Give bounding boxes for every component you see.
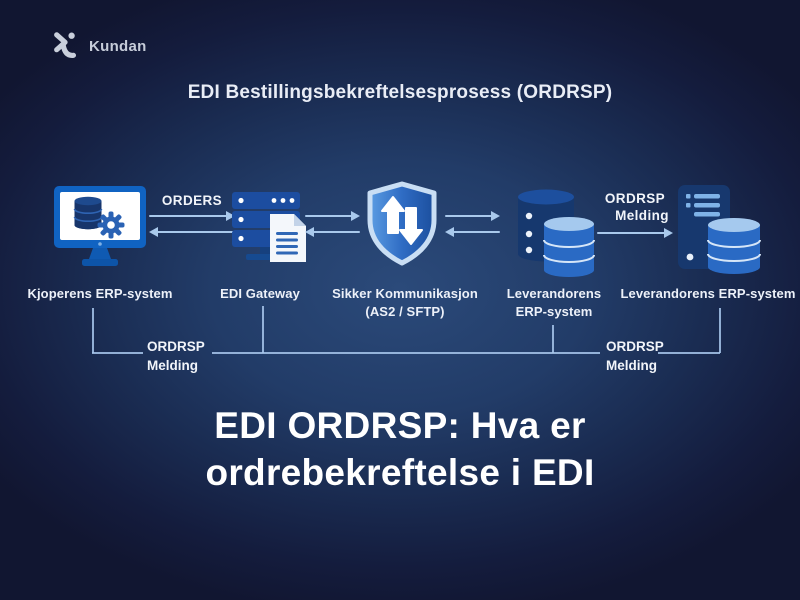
return-path-drop-supplier — [552, 325, 554, 353]
page-title: EDI Bestillingsbekreftelsesprosess (ORDR… — [187, 82, 613, 103]
flow-ordrsp-label-line1: ORDRSP — [604, 191, 666, 206]
flow-ordrsp-label-line2: Melding — [615, 208, 669, 223]
flow-buyer-to-gateway: ORDERS — [148, 193, 236, 237]
node-label-supplier-erp: Leverandorens ERP-system — [496, 285, 612, 321]
return-path-line-segment — [212, 352, 600, 354]
flow-gateway-to-secure — [304, 211, 361, 237]
arrow-left-icon — [305, 227, 360, 237]
arrow-left-icon — [149, 227, 235, 237]
brand-logo: Kundan — [52, 30, 147, 62]
node-label-supplier-line2: ERP-system — [515, 304, 593, 319]
arrow-left-icon — [445, 227, 500, 237]
brand-name: Kundan — [89, 37, 147, 55]
return-path-drop-buyer — [92, 308, 94, 353]
node-label-secure-line2: (AS2 / SFTP) — [365, 304, 445, 319]
database-stack-icon — [518, 189, 595, 277]
monitor-database-gear-icon — [54, 186, 146, 266]
node-label-secure-communication: Sikker Kommunikasjon (AS2 / SFTP) — [327, 285, 483, 321]
kundan-logo-icon — [54, 32, 77, 58]
return-path-label-left: ORDRSP Melding — [147, 337, 205, 375]
flow-orders-label: ORDERS — [161, 193, 223, 208]
flow-secure-to-supplier — [444, 211, 501, 237]
node-label-supplier-line1: Leverandorens — [506, 286, 602, 301]
shield-transfer-icon — [367, 181, 437, 266]
node-label-buyer-erp: Kjoperens ERP-system — [27, 286, 173, 301]
arrow-right-icon — [445, 211, 500, 221]
return-path-drop-supplier-system — [719, 308, 721, 353]
node-buyer-erp — [44, 182, 156, 283]
node-secure-communication — [362, 180, 442, 273]
return-path-line-segment — [658, 352, 720, 354]
footer-heading: EDI ORDRSP: Hva er ordrebekreftelse i ED… — [0, 402, 800, 496]
server-tower-database-icon — [678, 185, 761, 274]
node-edi-gateway — [228, 188, 316, 283]
arrow-right-icon — [149, 211, 235, 221]
footer-heading-line2: ordrebekreftelse i EDI — [205, 452, 595, 493]
server-rack-document-icon — [232, 192, 306, 262]
node-label-secure-line1: Sikker Kommunikasjon — [332, 286, 478, 301]
footer-heading-line1: EDI ORDRSP: Hva er — [214, 405, 586, 446]
return-label-right-line2: Melding — [606, 358, 657, 373]
node-label-edi-gateway: EDI Gateway — [220, 286, 300, 301]
return-label-left-line2: Melding — [147, 358, 198, 373]
flow-ordrsp-label: ORDRSP Melding — [596, 190, 674, 224]
node-supplier-erp-system — [662, 183, 770, 290]
node-label-supplier-erp-system: Leverandorens ERP-system — [620, 286, 796, 301]
node-supplier-erp — [506, 180, 604, 293]
arrow-right-icon — [305, 211, 360, 221]
return-label-right-line1: ORDRSP — [606, 339, 664, 354]
return-label-left-line1: ORDRSP — [147, 339, 205, 354]
return-path-line-segment — [92, 352, 143, 354]
flow-supplier-to-supplier-system: ORDRSP Melding — [596, 190, 674, 238]
arrow-right-icon — [597, 228, 673, 238]
return-path-label-right: ORDRSP Melding — [606, 337, 664, 375]
return-path-drop-gateway — [262, 306, 264, 353]
